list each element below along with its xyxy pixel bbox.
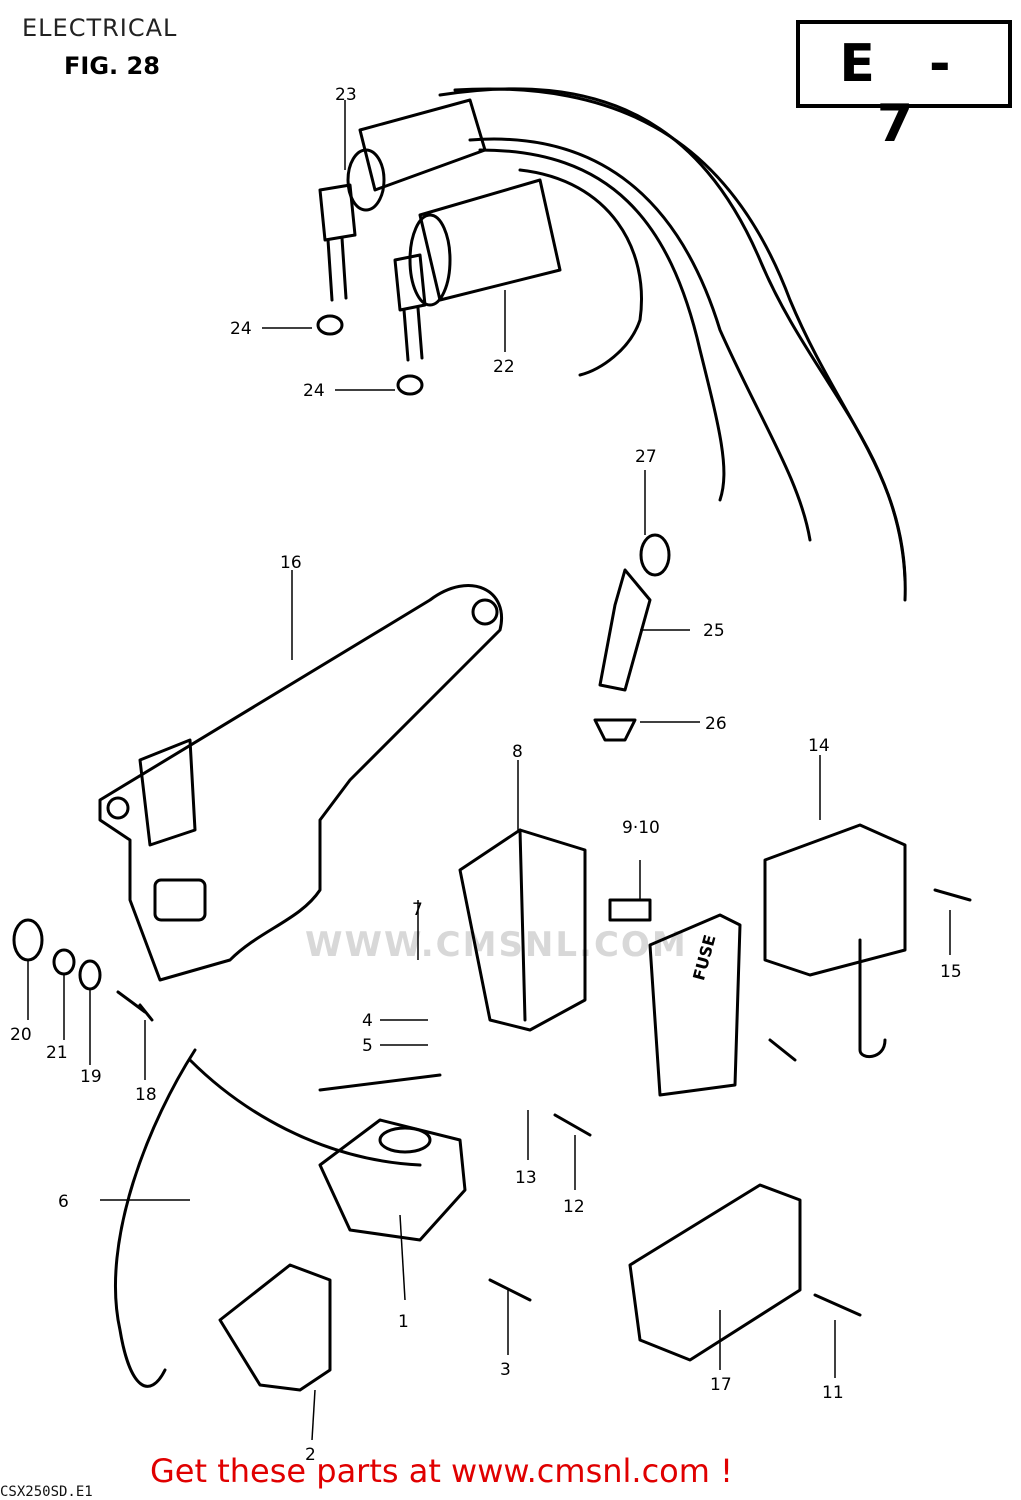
callout-11: 11	[822, 1383, 844, 1403]
callout-14: 14	[808, 736, 830, 756]
nuts-24	[316, 314, 424, 396]
callout-25: 25	[703, 621, 725, 641]
callout-1: 1	[398, 1312, 409, 1332]
callout-15: 15	[940, 962, 962, 982]
ignition-wires	[438, 87, 907, 602]
screws	[488, 888, 972, 1317]
section-code-box: E - 7	[796, 20, 1012, 154]
ignition-coil-22	[393, 178, 562, 362]
callout-18: 18	[135, 1085, 157, 1105]
watermark: WWW.CMSNL.COM	[305, 925, 688, 965]
callout-21: 21	[46, 1043, 68, 1063]
callout-6: 6	[58, 1192, 69, 1212]
callout-27: 27	[635, 447, 657, 467]
callout-16: 16	[280, 553, 302, 573]
fuse-box	[648, 913, 742, 1097]
starter-relay-2	[218, 1263, 332, 1392]
parts-link-banner[interactable]: Get these parts at www.cmsnl.com !	[150, 1452, 733, 1490]
regulator-8	[458, 828, 587, 1032]
callout-2: 2	[305, 1445, 316, 1465]
ignition-coil-23	[318, 98, 487, 302]
callout-19: 19	[80, 1067, 102, 1087]
callout-23: 23	[335, 85, 357, 105]
figure-label: FIG. 28	[64, 52, 160, 80]
callout-17: 17	[710, 1375, 732, 1395]
starter-relay-1	[318, 1118, 467, 1242]
plug-cap-25-26-27	[593, 533, 671, 742]
bracket-16	[98, 584, 503, 982]
fuse-box-label: FUSE	[689, 933, 719, 983]
callout-22: 22	[493, 357, 515, 377]
callout-4: 4	[362, 1011, 373, 1031]
callout-24-top: 24	[230, 319, 252, 339]
callout-8: 8	[512, 742, 523, 762]
cover-17	[628, 1183, 802, 1362]
callout-7: 7	[412, 900, 423, 920]
callout-20: 20	[10, 1025, 32, 1045]
callout-24-bottom: 24	[303, 381, 325, 401]
grommet-bolts-18-21	[12, 918, 154, 1022]
wire-6	[113, 1048, 442, 1388]
callout-12: 12	[563, 1197, 585, 1217]
fuses-9-10	[608, 898, 652, 922]
callout-3: 3	[500, 1360, 511, 1380]
callout-5: 5	[362, 1036, 373, 1056]
callout-26: 26	[705, 714, 727, 734]
page-heading: ELECTRICAL	[22, 14, 178, 42]
callout-labels: 23 24 24 22 27 25 26 16 14 8 9·10 7 15 4…	[10, 85, 962, 1465]
section-code: E - 7	[839, 34, 969, 154]
callout-9-10: 9·10	[622, 818, 660, 838]
rectifier-14	[763, 823, 907, 1059]
callout-13: 13	[515, 1168, 537, 1188]
drawing-code: CSX250SD.E1	[0, 1484, 93, 1500]
